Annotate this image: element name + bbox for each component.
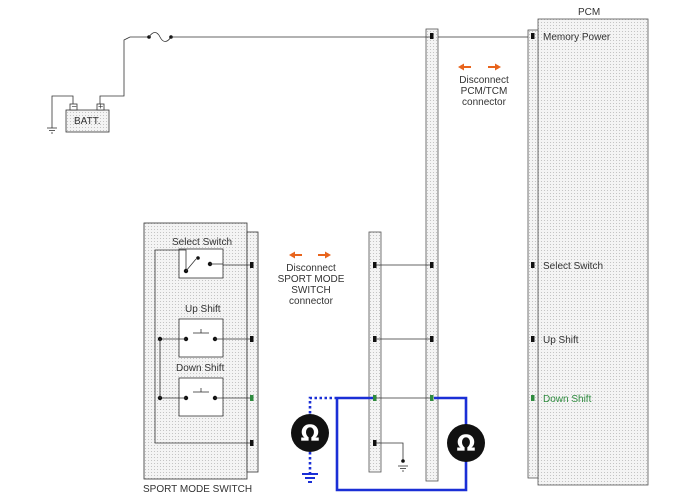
pin-highlight — [373, 395, 377, 401]
battery-plus-label: + — [98, 102, 103, 112]
disconnect-sms-line-2: SPORT MODE — [278, 274, 345, 285]
pin-highlight — [531, 395, 535, 401]
battery-body — [65, 109, 110, 133]
pcm-memory-power-label: Memory Power — [543, 32, 611, 43]
sport-mode-switch-label: SPORT MODE SWITCH — [143, 484, 252, 495]
pcm-title: PCM — [578, 7, 600, 18]
fuse-icon — [147, 32, 173, 42]
disconnect-pcm-line-3: connector — [462, 97, 507, 108]
ground-icon — [398, 459, 408, 472]
select-switch-label: Select Switch — [172, 237, 232, 248]
ground-icon — [47, 127, 57, 134]
pin — [373, 262, 377, 268]
down-shift-label: Down Shift — [176, 363, 225, 374]
ohmmeter-icon: Ω — [291, 414, 329, 452]
sport-mode-switch-connector — [246, 231, 259, 473]
pcm-connector-strip — [527, 29, 539, 479]
disconnect-pcm-line-1: Disconnect — [459, 75, 509, 86]
battery-ground-wire — [51, 95, 74, 128]
pin — [373, 440, 377, 446]
pin — [250, 262, 254, 268]
sms-ground-wire — [376, 442, 404, 460]
pin — [250, 336, 254, 342]
battery-minus-label: − — [72, 102, 77, 112]
pin — [250, 440, 254, 446]
ground-icon — [302, 473, 318, 483]
probe-wire-dotted — [308, 396, 337, 414]
pin — [430, 262, 434, 268]
pcm-up-shift-label: Up Shift — [543, 335, 579, 346]
disconnect-pcm-line-2: PCM/TCM — [461, 86, 508, 97]
pin — [373, 336, 377, 342]
disconnect-sms-line-3: SWITCH — [291, 285, 330, 296]
double-arrow-icon — [458, 63, 501, 71]
battery-minus-terminal — [69, 103, 78, 111]
double-arrow-icon — [289, 251, 331, 259]
pcm-down-shift-label: Down Shift — [543, 394, 592, 405]
pin — [430, 33, 434, 39]
up-shift-label: Up Shift — [185, 304, 221, 315]
probe-wire-pcm — [434, 396, 468, 425]
pin — [531, 33, 535, 39]
switch-common-wire — [154, 249, 250, 444]
ohmmeter-icon: Ω — [447, 424, 485, 462]
svg-text:Ω: Ω — [457, 432, 476, 457]
pin-highlight — [430, 395, 434, 401]
battery-plus-terminal — [96, 103, 105, 111]
pin — [430, 336, 434, 342]
select-switch-blade — [185, 258, 197, 272]
sms-harness-connector — [368, 231, 382, 473]
disconnect-sms-line-4: connector — [289, 296, 334, 307]
pin — [531, 336, 535, 342]
pin-highlight — [250, 395, 254, 401]
battery-positive-wire — [99, 36, 148, 104]
pin — [531, 262, 535, 268]
pcm-panel — [537, 18, 649, 486]
battery-label: BATT. — [74, 116, 100, 127]
svg-text:Ω: Ω — [301, 422, 320, 447]
disconnect-sms-line-1: Disconnect — [286, 263, 336, 274]
pcm-harness-connector — [425, 28, 439, 482]
pcm-select-switch-label: Select Switch — [543, 261, 603, 272]
probe-wire-loop — [335, 398, 468, 492]
